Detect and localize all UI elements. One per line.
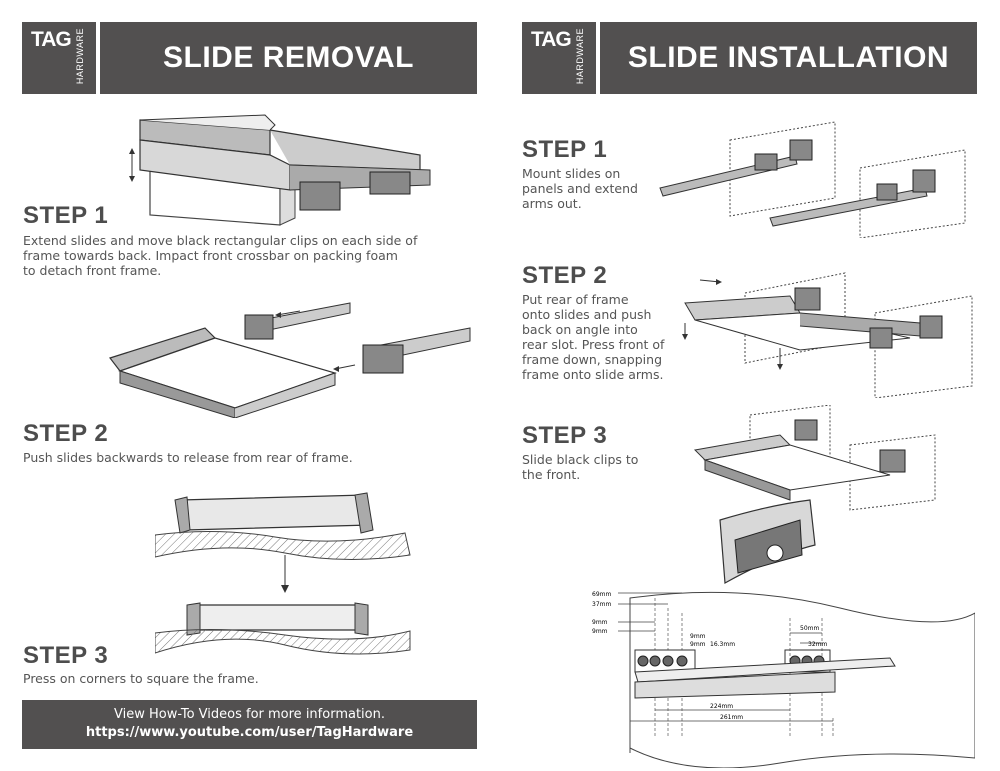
footer-link[interactable]: https://www.youtube.com/user/TagHardware <box>85 725 414 740</box>
dim-37mm: 37mm <box>592 601 611 608</box>
brand-sub: HARDWARE <box>75 28 85 85</box>
install-step1-line3: arms out. <box>522 196 582 211</box>
dim-32mm: 32mm <box>808 641 827 648</box>
removal-step3-illustration <box>155 492 411 655</box>
removal-step1-illustration <box>129 114 431 226</box>
brand-logo-right: TAG HARDWARE <box>522 22 596 94</box>
install-step2-illustration <box>682 272 973 398</box>
removal-step1-label: STEP 1 <box>23 202 109 229</box>
brand-name-right: TAG <box>531 28 572 51</box>
install-step1-text: Mount slides on panels and extend arms o… <box>522 166 638 211</box>
removal-title: SLIDE REMOVAL <box>100 22 477 94</box>
install-step1-label: STEP 1 <box>522 136 608 163</box>
install-step2-label: STEP 2 <box>522 262 608 289</box>
install-step2-line5: frame down, snapping <box>522 352 663 367</box>
dim-50mm: 50mm <box>800 625 819 632</box>
install-step1-illustration <box>659 121 966 238</box>
removal-step1-line3: to detach front frame. <box>23 263 162 278</box>
install-step2-line4: rear slot. Press front of <box>522 337 665 352</box>
removal-step3-label: STEP 3 <box>23 642 109 669</box>
install-step3-line1: Slide black clips to <box>522 452 639 467</box>
removal-step1-line2: frame towards back. Impact front crossba… <box>23 248 398 263</box>
removal-step2-label: STEP 2 <box>23 420 109 447</box>
brand-name: TAG <box>31 28 72 51</box>
brand-sub-right: HARDWARE <box>575 28 585 85</box>
install-step1-line1: Mount slides on <box>522 166 621 181</box>
installation-title: SLIDE INSTALLATION <box>600 22 977 94</box>
install-step2-line6: frame onto slide arms. <box>522 367 664 382</box>
install-step3-label: STEP 3 <box>522 422 608 449</box>
install-step2-text: Put rear of frame onto slides and push b… <box>522 292 664 382</box>
install-step2-line2: onto slides and push <box>522 307 652 322</box>
install-step2-line3: back on angle into <box>522 322 638 337</box>
install-step3-text: Slide black clips to the front. <box>522 452 638 482</box>
removal-step1-text: Extend slides and move black rectangular… <box>23 233 417 278</box>
removal-step2-text: Push slides backwards to release from re… <box>23 450 353 465</box>
removal-step3-line1: Press on corners to square the frame. <box>23 671 259 686</box>
install-step3-illustration <box>693 405 936 584</box>
removal-step1-line1: Extend slides and move black rectangular… <box>23 233 418 248</box>
dim-69mm: 69mm <box>592 591 611 598</box>
removal-step2-line1: Push slides backwards to release from re… <box>23 450 353 465</box>
install-step1-line2: panels and extend <box>522 181 638 196</box>
dim-9mm-a: 9mm <box>592 619 608 626</box>
install-step3-line2: the front. <box>522 467 581 482</box>
dim-9mm-d: 9mm <box>690 641 706 648</box>
dim-224mm: 224mm <box>710 703 733 710</box>
footer-info: View How-To Videos for more information. <box>114 707 385 722</box>
dim-9mm-b: 9mm <box>592 628 608 635</box>
removal-step3-text: Press on corners to square the frame. <box>23 671 259 686</box>
dim-16-3mm: 16.3mm <box>710 641 735 648</box>
footer-banner: View How-To Videos for more information.… <box>22 700 477 749</box>
dimension-drawing: 69mm 37mm 9mm 9mm 9mm 9mm 16.3mm 50mm 32… <box>592 591 975 768</box>
brand-logo: TAG HARDWARE <box>22 22 96 94</box>
removal-step2-illustration <box>109 302 471 418</box>
dim-261mm: 261mm <box>720 714 743 721</box>
dim-9mm-c: 9mm <box>690 633 706 640</box>
install-step2-line1: Put rear of frame <box>522 292 629 307</box>
